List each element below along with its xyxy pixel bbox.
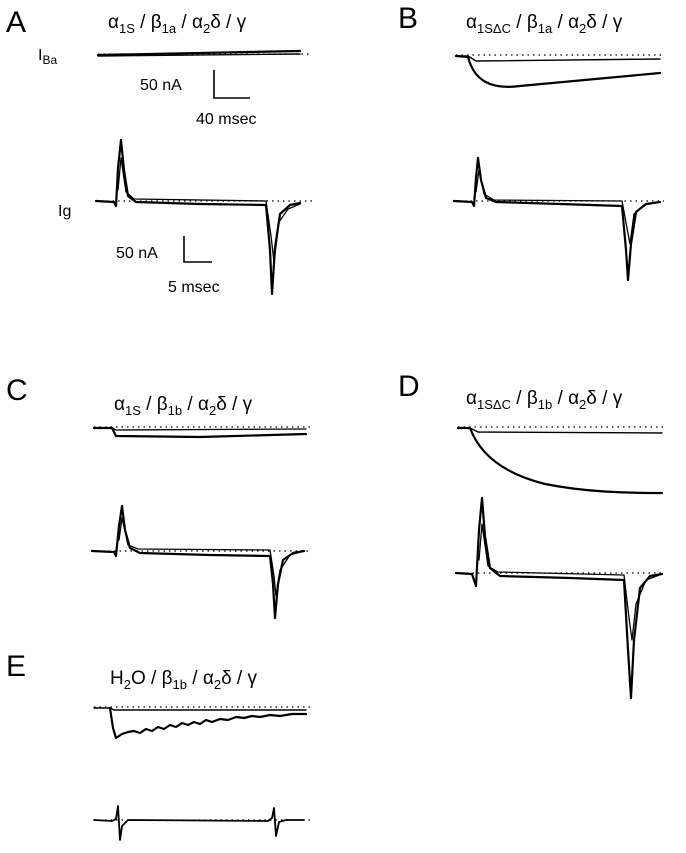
ig-trace-label: Ig — [58, 203, 71, 220]
ionic-scale-current-label: 50 nA — [140, 77, 182, 94]
panel-a-condition: α1S / β1a / α2δ / γ — [108, 12, 247, 36]
panel-a-ionic-trace-2 — [97, 53, 301, 57]
iba-trace-label: IBa — [38, 47, 57, 67]
panel-b-gating-trace-2 — [475, 169, 661, 245]
ionic-scale-time-label: 40 msec — [196, 111, 256, 128]
ionic-scale-bar: 50 nA 40 msec — [140, 70, 256, 128]
panel-label-e: E — [6, 650, 26, 683]
panel-label-c: C — [6, 374, 28, 407]
panel-d-ionic-trace-large — [456, 426, 664, 495]
panel-b-ionic-trace-small — [455, 55, 661, 62]
panel-c-gating-trace-2 — [118, 517, 305, 597]
panel-c-ionic-trace-large — [92, 426, 308, 439]
panel-e-ionic-trace-small — [93, 707, 307, 711]
panel-label-d: D — [398, 370, 420, 403]
panel-label-a: A — [6, 6, 26, 39]
panel-e-condition: H2O / β1b / α2δ / γ — [110, 668, 257, 692]
panel-c-gating-trace — [90, 504, 306, 620]
panel-d-gating-trace — [454, 496, 664, 700]
panel-d-ionic-trace-small — [457, 427, 663, 434]
panel-b-gating-trace — [452, 156, 662, 282]
panel-d-gating-trace-2 — [478, 523, 663, 641]
panel-e-gating-trace — [93, 805, 305, 841]
panel-c-ionic-trace-small — [93, 427, 307, 431]
panel-d-condition: α1SΔC / β1b / α2δ / γ — [466, 388, 623, 412]
panel-b-condition: α1SΔC / β1a / α2δ / γ — [466, 12, 623, 36]
gating-scale-bar: 50 nA 5 msec — [116, 236, 220, 296]
panel-c-condition: α1S / β1b / α2δ / γ — [114, 394, 253, 418]
panel-a-gating-trace-2 — [117, 157, 301, 263]
panel-b-ionic-trace-large — [454, 54, 662, 88]
panel-a-gating-trace — [94, 138, 302, 296]
gating-scale-bar-lines — [183, 236, 212, 263]
panel-label-b: B — [398, 2, 418, 35]
panel-e-ionic-trace-large — [108, 706, 308, 740]
ionic-scale-bar-lines — [213, 70, 250, 99]
gating-scale-current-label: 50 nA — [116, 245, 158, 262]
panel-a-ionic-trace — [96, 49, 302, 57]
gating-scale-time-label: 5 msec — [168, 279, 220, 296]
